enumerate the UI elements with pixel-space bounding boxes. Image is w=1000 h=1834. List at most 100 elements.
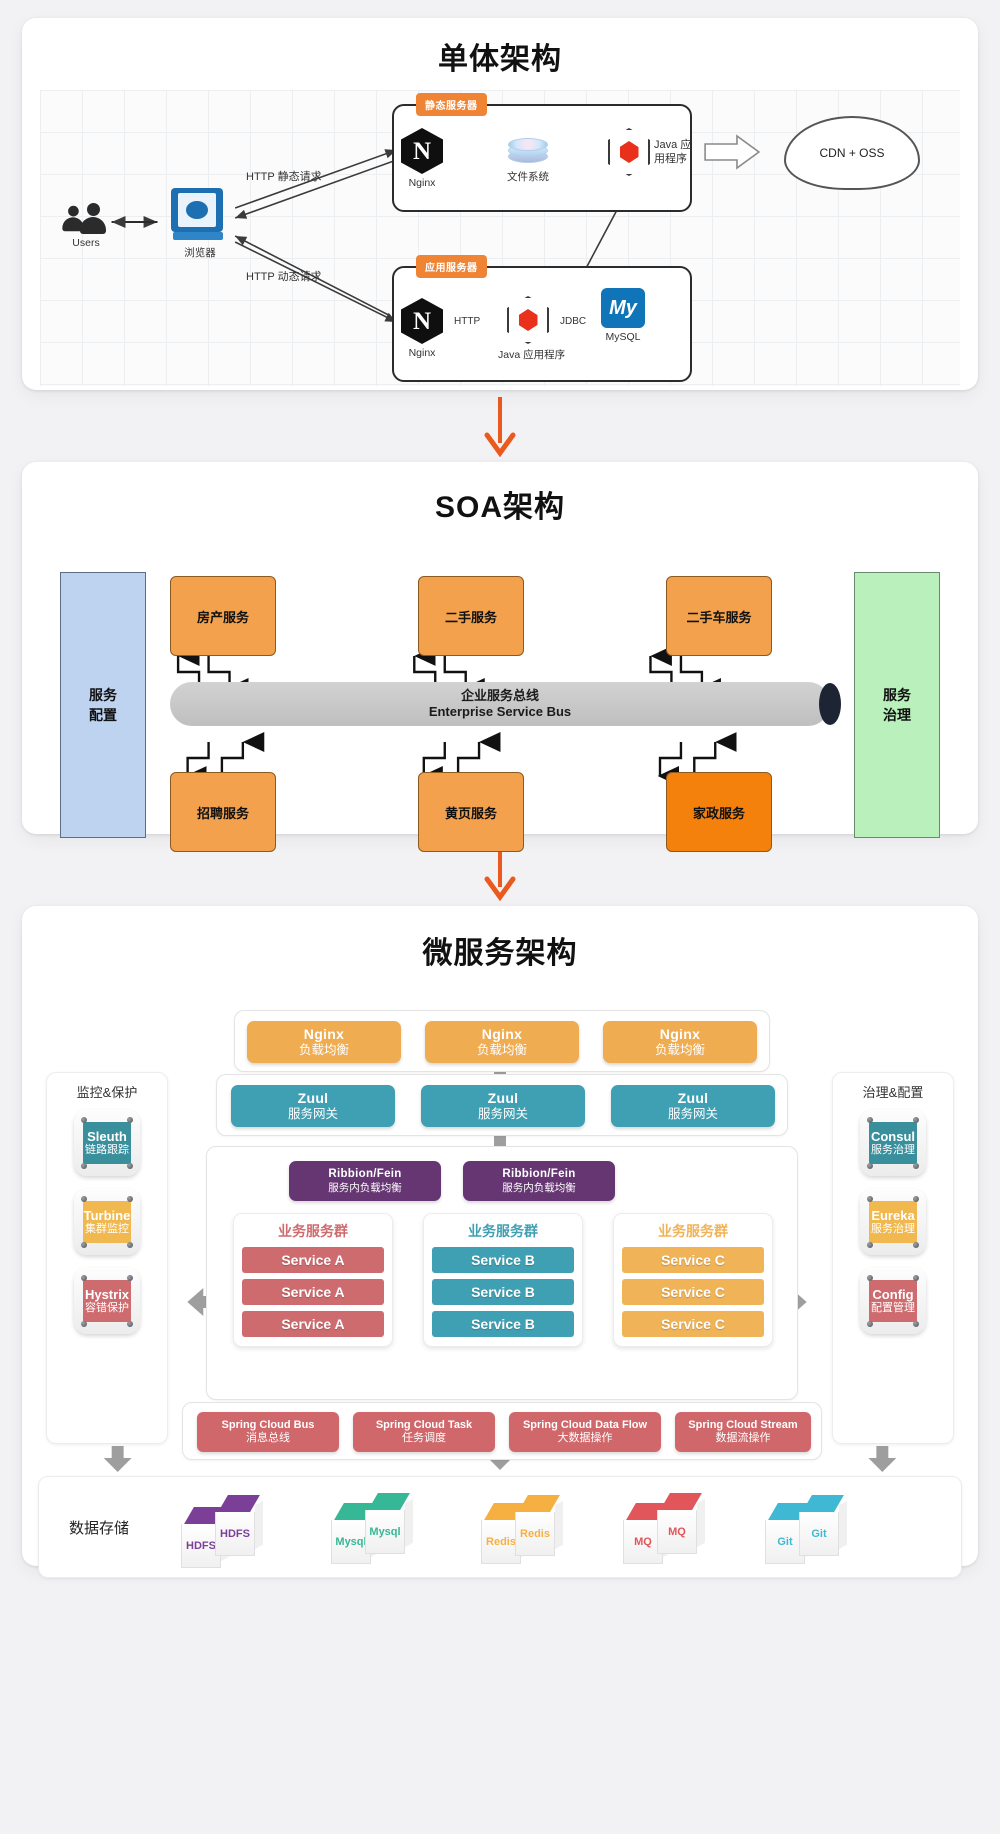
hystrix-chip[interactable]: Hystrix 容错保护 xyxy=(83,1280,131,1322)
users-label: Users xyxy=(72,237,100,249)
soa-architecture-panel: SOA架构 xyxy=(22,462,978,852)
service-instance-row[interactable]: Service C xyxy=(622,1279,764,1305)
browser-label: 浏览器 xyxy=(184,247,216,259)
chip-frame[interactable]: Turbine 集群监控 xyxy=(74,1189,140,1255)
chip-role: 配置管理 xyxy=(871,1302,915,1315)
turbine-chip[interactable]: Turbine 集群监控 xyxy=(83,1201,131,1243)
down-arrow-icon xyxy=(484,397,516,457)
service-group-column: 业务服务群 Service B Service B Service B xyxy=(423,1213,583,1347)
soa-service-box[interactable]: 房产服务 xyxy=(170,576,276,656)
soa-panel-title: SOA架构 xyxy=(434,491,565,524)
esb-label-en: Enterprise Service Bus xyxy=(428,704,572,719)
static-server-tag: 静态服务器 xyxy=(416,93,487,116)
static-nginx-label: Nginx xyxy=(408,177,436,189)
sleuth-chip[interactable]: Sleuth 链路跟踪 xyxy=(83,1122,131,1164)
service-instance-row[interactable]: Service A xyxy=(242,1279,384,1305)
service-instance-row[interactable]: Service B xyxy=(432,1311,574,1337)
zuul-gateway-pill[interactable]: Zuul 服务网关 xyxy=(421,1085,585,1127)
monitoring-panel-caption: 监控&保护 xyxy=(76,1085,138,1100)
spring-cloud-name: Spring Cloud Data Flow xyxy=(522,1418,648,1431)
storage-cube-label: HDFS xyxy=(215,1512,255,1556)
app-java-node: Java 应用程序 xyxy=(498,296,565,362)
zuul-name: Zuul xyxy=(487,1090,519,1107)
ribbon-role: 服务内负载均衡 xyxy=(328,1181,402,1194)
soa-service-label: 二手服务 xyxy=(444,609,497,625)
zuul-name: Zuul xyxy=(297,1090,329,1107)
zuul-gateway-pill[interactable]: Zuul 服务网关 xyxy=(611,1085,775,1127)
chip-frame[interactable]: Sleuth 链路跟踪 xyxy=(74,1110,140,1176)
mysql-label: MySQL xyxy=(605,331,641,343)
monolith-panel-title: 单体架构 xyxy=(438,43,562,76)
nginx-lb-pill[interactable]: Nginx 负载均衡 xyxy=(603,1021,757,1063)
service-instance-row[interactable]: Service C xyxy=(622,1311,764,1337)
zuul-gateway-pill[interactable]: Zuul 服务网关 xyxy=(231,1085,395,1127)
soa-service-box[interactable]: 二手车服务 xyxy=(666,576,772,656)
soa-service-box[interactable]: 招聘服务 xyxy=(170,772,276,852)
nginx-lb-pill[interactable]: Nginx 负载均衡 xyxy=(247,1021,401,1063)
chip-frame[interactable]: Eureka 服务治理 xyxy=(860,1189,926,1255)
chip-role: 服务治理 xyxy=(871,1144,915,1157)
service-instance-row[interactable]: Service B xyxy=(432,1247,574,1273)
storage-cube-label: Git xyxy=(799,1512,839,1556)
nginx-name: Nginx xyxy=(659,1026,701,1043)
java-app-icon xyxy=(608,128,650,176)
filesystem-node: 文件系统 xyxy=(500,138,556,184)
microservice-architecture-panel: 微服务架构 xyxy=(22,906,978,1578)
soa-service-label: 招聘服务 xyxy=(196,805,249,821)
storage-cube: Git xyxy=(765,1503,813,1564)
storage-group-hdfs: HDFS HDFS xyxy=(181,1493,297,1568)
storage-group-mysql: Mysql Mysql xyxy=(331,1493,447,1565)
mysql-icon: My xyxy=(601,288,645,328)
chip-frame[interactable]: Consul 服务治理 xyxy=(860,1110,926,1176)
soa-service-label: 房产服务 xyxy=(196,609,249,625)
browser-node: 浏览器 xyxy=(164,188,236,260)
config-chip[interactable]: Config 配置管理 xyxy=(869,1280,917,1322)
nginx-tier-group: Nginx 负载均衡 Nginx 负载均衡 Nginx 负载均衡 xyxy=(234,1010,770,1072)
chip-frame[interactable]: Config 配置管理 xyxy=(860,1268,926,1334)
storage-cube: Git xyxy=(799,1495,847,1556)
chip-name: Turbine xyxy=(83,1207,131,1223)
soa-right-column-line2: 治理 xyxy=(883,707,911,723)
esb-label-cn: 企业服务总线 xyxy=(460,687,539,703)
soa-left-column-line2: 配置 xyxy=(89,707,117,723)
data-storage-label: 数据存储 xyxy=(69,1520,130,1537)
jdbc-edge-label: JDBC xyxy=(560,316,587,327)
soa-diagram-canvas: 服务 配置 服务 治理 房产服务 二手服务 二手车服务 xyxy=(60,560,940,852)
soa-service-box[interactable]: 黄页服务 xyxy=(418,772,524,852)
ribbon-feign-pill[interactable]: Ribbion/Fein 服务内负载均衡 xyxy=(289,1161,441,1201)
spring-cloud-name: Spring Cloud Task xyxy=(375,1418,473,1431)
service-instance-row[interactable]: Service A xyxy=(242,1247,384,1273)
spring-cloud-bar[interactable]: Spring Cloud Task 任务调度 xyxy=(353,1412,495,1452)
mysql-node: My MySQL xyxy=(596,288,650,343)
service-instance-row[interactable]: Service A xyxy=(242,1311,384,1337)
storage-cube: MQ xyxy=(623,1503,671,1564)
spring-cloud-name: Spring Cloud Stream xyxy=(688,1418,798,1431)
microservice-panel-title: 微服务架构 xyxy=(422,937,578,970)
service-group-column: 业务服务群 Service C Service C Service C xyxy=(613,1213,773,1347)
users-node: Users xyxy=(54,198,118,249)
spring-cloud-bar[interactable]: Spring Cloud Stream 数据流操作 xyxy=(675,1412,811,1452)
chip-frame[interactable]: Hystrix 容错保护 xyxy=(74,1268,140,1334)
governance-panel-caption: 治理&配置 xyxy=(862,1085,924,1100)
service-instance-row[interactable]: Service B xyxy=(432,1279,574,1305)
consul-chip[interactable]: Consul 服务治理 xyxy=(869,1122,917,1164)
service-instance-row[interactable]: Service C xyxy=(622,1247,764,1273)
eureka-chip[interactable]: Eureka 服务治理 xyxy=(869,1201,917,1243)
static-java-app-label: Java 应 用程序 xyxy=(654,139,692,166)
soa-service-box[interactable]: 二手服务 xyxy=(418,576,524,656)
nginx-lb-pill[interactable]: Nginx 负载均衡 xyxy=(425,1021,579,1063)
ribbon-feign-pill[interactable]: Ribbion/Fein 服务内负载均衡 xyxy=(463,1161,615,1201)
service-group-header: 业务服务群 xyxy=(278,1223,348,1239)
nginx-name: Nginx xyxy=(303,1026,345,1043)
service-group-header: 业务服务群 xyxy=(468,1223,538,1239)
spring-cloud-bar[interactable]: Spring Cloud Bus 消息总线 xyxy=(197,1412,339,1452)
soa-service-box[interactable]: 家政服务 xyxy=(666,772,772,852)
spring-cloud-bar[interactable]: Spring Cloud Data Flow 大数据操作 xyxy=(509,1412,661,1452)
chip-name: Hystrix xyxy=(84,1286,130,1302)
ribbon-role: 服务内负载均衡 xyxy=(502,1181,576,1194)
storage-cube: Redis xyxy=(481,1503,529,1564)
spring-cloud-role: 任务调度 xyxy=(402,1432,446,1444)
zuul-name: Zuul xyxy=(677,1090,709,1107)
storage-cube: Mysql xyxy=(365,1493,413,1554)
